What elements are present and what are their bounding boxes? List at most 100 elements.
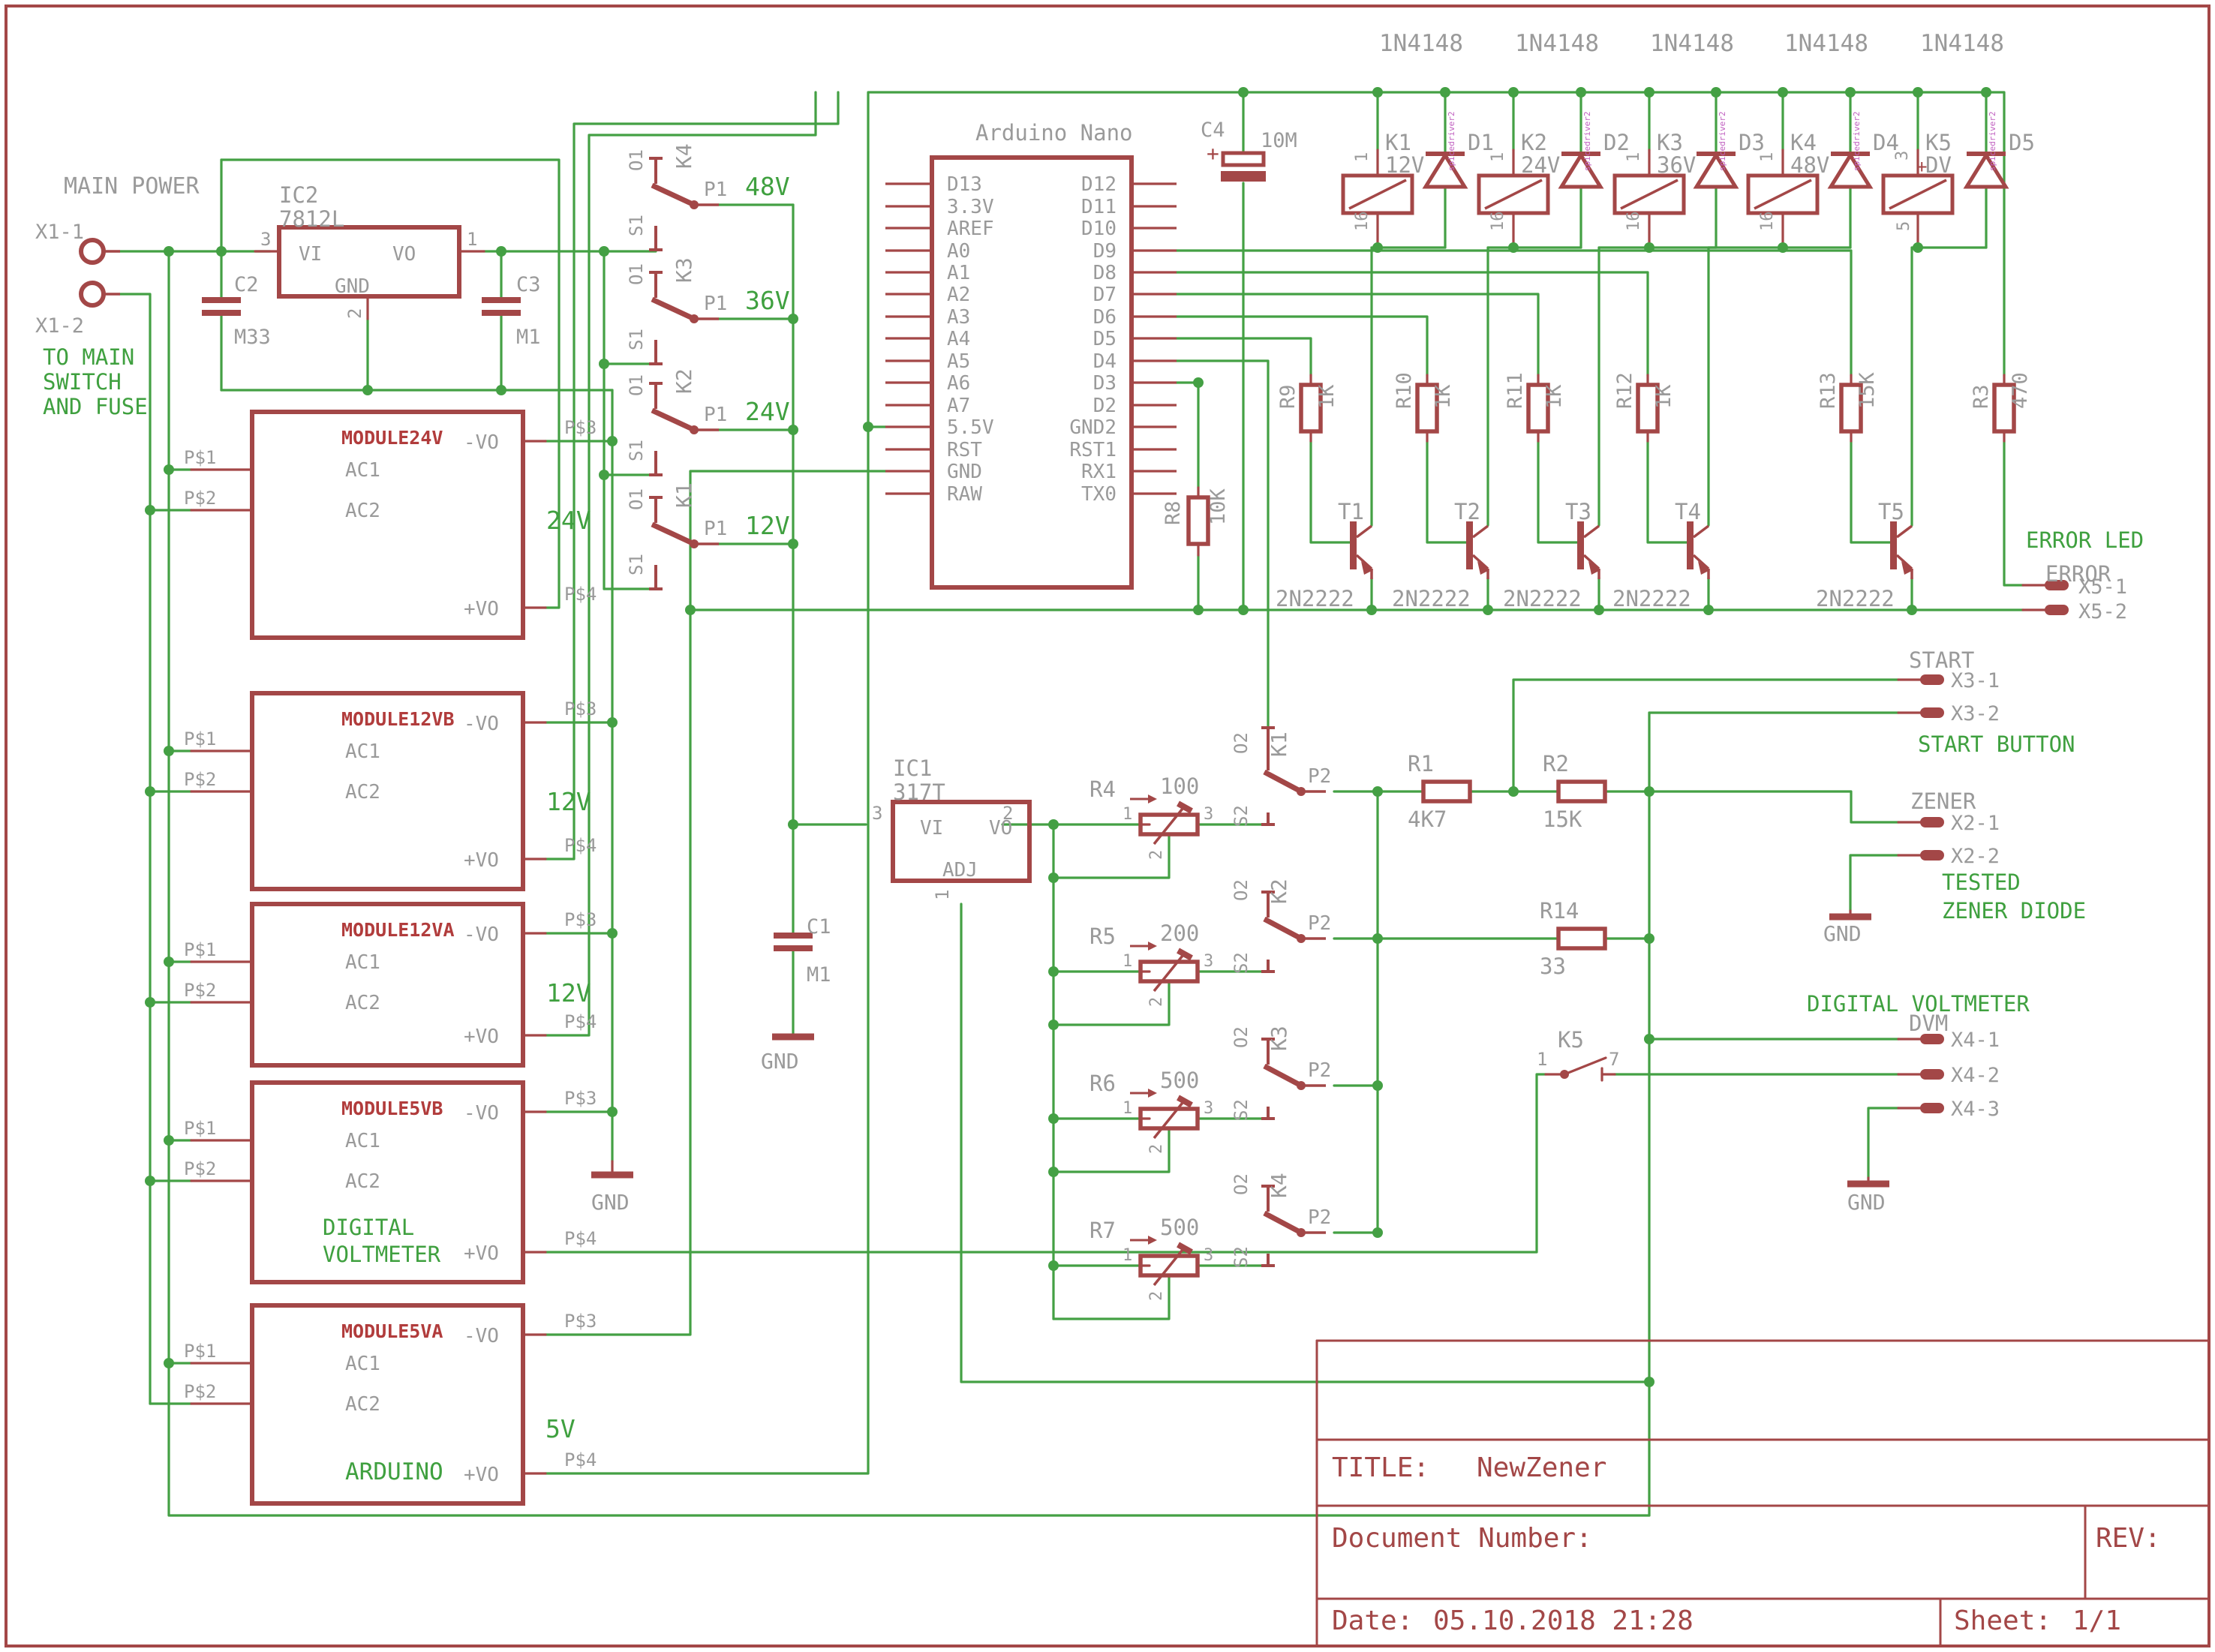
label-k3: K3 [672, 257, 696, 283]
wire-38 [1175, 249, 1853, 377]
date-label: Date: [1332, 1605, 1413, 1636]
label-s1: S1 [626, 329, 647, 350]
label-p-4: P$4 [564, 1011, 597, 1032]
label-vo: -VO [464, 1325, 499, 1347]
junction-49 [1703, 605, 1714, 615]
resistor-r3 [1992, 383, 2016, 434]
arduino-pin-a0: A0 [947, 240, 970, 263]
junction-10 [145, 786, 155, 797]
label-33: 33 [1540, 954, 1566, 979]
arduino-pin-d5: D5 [1093, 328, 1117, 350]
relay-k5 [1881, 173, 1955, 215]
label-gnd: GND [1823, 921, 1862, 946]
transistor-t3 [1577, 521, 1600, 579]
label-r14: R14 [1540, 898, 1579, 924]
label-k3: K3 [1657, 130, 1683, 155]
generated-schematic: Arduino NanoD133.3VAREFA0A1A2A3A4A5A6A75… [5, 5, 2210, 1647]
label-module5vb: MODULE5VB [341, 1098, 443, 1119]
arduino-pin-5.5v: 5.5V [947, 416, 994, 439]
arduino-pin-a1: A1 [947, 262, 970, 284]
label-c1: C1 [807, 915, 831, 939]
resistor-r8 [1186, 495, 1210, 546]
label-gnd: GND [591, 1190, 630, 1215]
label-2: 2 [1147, 1144, 1166, 1154]
junction-37 [1981, 87, 1991, 98]
label-1n4148: 1N4148 [1784, 30, 1868, 57]
label-48v: 48V [1790, 152, 1829, 178]
diode-d5 [1963, 152, 2009, 189]
junction-61 [1372, 1227, 1383, 1238]
label-36v: 36V [745, 286, 790, 315]
label-12v: 12V [546, 787, 591, 816]
junction-27 [1238, 87, 1249, 98]
junction-30 [1508, 87, 1519, 98]
junction-43 [1193, 377, 1204, 388]
label-24v: 24V [546, 506, 591, 535]
junction-19 [607, 928, 618, 939]
label-d2: D2 [1603, 130, 1630, 155]
diode-d4 [1827, 152, 1874, 189]
arduino-pin-d3: D3 [1093, 372, 1117, 395]
cap-c4 [1221, 151, 1266, 182]
label-p-4: P$4 [564, 1228, 597, 1249]
label-o1: O1 [626, 374, 647, 396]
arduino-pin-d13: D13 [947, 173, 982, 196]
pad-x2-1 [1920, 817, 1944, 828]
pin-stub-48 [1563, 1056, 1607, 1076]
label-d3: D3 [1739, 130, 1765, 155]
label-c3: C3 [516, 273, 541, 296]
label-arduino: ARDUINO [345, 1458, 443, 1485]
label-gnd: GND [1847, 1190, 1886, 1215]
ic1-317t-body [891, 800, 1032, 883]
module5va-body [250, 1303, 525, 1506]
arduino-pin-d7: D7 [1093, 284, 1117, 306]
wire-26 [220, 158, 561, 609]
label-1: 1 [1123, 1099, 1132, 1118]
label-k1: K1 [1385, 130, 1411, 155]
arduino-pin-rst: RST [947, 439, 982, 461]
label-p1: P1 [704, 293, 727, 315]
wire-33 [544, 470, 887, 1336]
wire-123 [2003, 440, 2024, 587]
junction-38 [1372, 242, 1383, 253]
label-1: 1 [1758, 152, 1777, 162]
label-1k: 1K [1432, 384, 1455, 409]
label-spicedriver2: spicedriver2 [1582, 112, 1592, 171]
label-317t: 317T [893, 779, 945, 805]
label-gnd: GND [761, 1049, 799, 1074]
label-10k: 10K [1207, 488, 1230, 525]
label-o2: O2 [1231, 879, 1252, 901]
label-k2: K2 [1267, 879, 1291, 904]
label-start: START [1909, 647, 1974, 673]
junction-51 [1048, 819, 1059, 830]
pot-r4 [1130, 794, 1200, 846]
contact-k2-2 [1261, 891, 1326, 973]
label-10m: 10M [1261, 129, 1297, 152]
label-r9: R9 [1276, 384, 1300, 409]
label-ac2: AC2 [345, 781, 380, 803]
label-adj: ADJ [942, 859, 978, 882]
label-d4: D4 [1873, 130, 1899, 155]
label-m1: M1 [516, 326, 541, 349]
label-x4-1: X4-1 [1951, 1029, 2000, 1052]
junction-31 [1576, 87, 1586, 98]
arduino-nano-body [930, 155, 1134, 590]
label-o1: O1 [626, 488, 647, 510]
diode-d1 [1422, 152, 1468, 189]
junction-34 [1778, 87, 1788, 98]
label-p-1: P$1 [184, 728, 216, 749]
label-p-1: P$1 [184, 1118, 216, 1139]
label-dv: DV [1925, 152, 1952, 178]
wire-105 [1052, 1274, 1171, 1320]
label-r5: R5 [1089, 924, 1116, 949]
arduino-pin-a5: A5 [947, 350, 970, 373]
arduino-pin-raw: RAW [947, 483, 982, 506]
label-16: 16 [1489, 212, 1507, 232]
label-vo: +VO [464, 1242, 499, 1265]
label-c2: C2 [234, 273, 259, 296]
label-24v: 24V [1521, 152, 1560, 178]
contact-k4-2 [1261, 1185, 1326, 1267]
label-: + [1207, 141, 1219, 166]
wire-117 [1512, 678, 1900, 793]
label-zener: ZENER [1910, 788, 1976, 814]
